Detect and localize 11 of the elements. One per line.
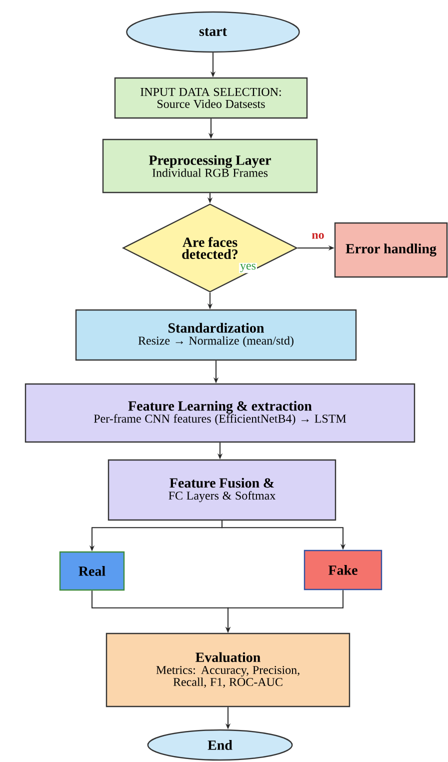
process-box: Error handling <box>334 222 448 278</box>
process-box: Standardization Resize → Normalize (mean/std) <box>75 309 357 361</box>
process-box: INPUT DATA SELECTION: Source Video Datsests <box>114 77 308 119</box>
process-box: Feature Fusion & FC Layers & Softmax <box>108 459 336 521</box>
result-box: Real <box>59 551 125 591</box>
edge-label: no <box>310 232 326 240</box>
result-box: Fake <box>304 550 382 590</box>
process-box: Evaluation Metrics: Accuracy, Precision, Recall, F1, ROC-AUC <box>106 632 350 708</box>
process-box: Preprocessing Layer Individual RGB Frames <box>102 138 318 194</box>
process-box: Feature Learning & extraction Per-frame CNN features (EfficientNetB4) → LSTM <box>24 383 416 443</box>
edge-label: yes <box>239 262 257 274</box>
